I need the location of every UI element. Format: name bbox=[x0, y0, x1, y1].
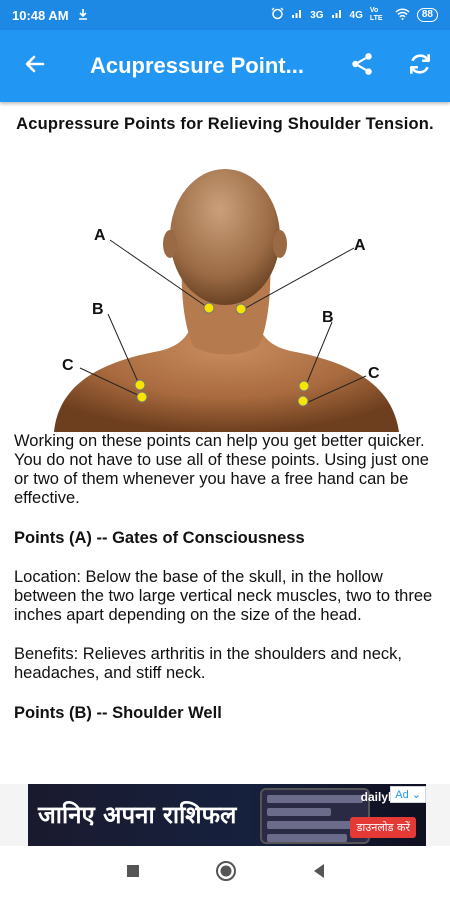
volte-label: Vo LTE bbox=[369, 7, 383, 22]
head-shape bbox=[170, 169, 280, 305]
ad-phone-image bbox=[260, 788, 370, 844]
page-title: Acupressure Point... bbox=[90, 53, 304, 78]
benefits-paragraph: Benefits: Relieves arthritis in the shou… bbox=[14, 645, 402, 682]
figure-label-right-b: B bbox=[322, 309, 334, 326]
leader-line-left-a bbox=[109, 239, 208, 308]
ad-container: जानिए अपना राशिफल dailyhunt डाउनलोड करें… bbox=[0, 784, 450, 846]
recents-button[interactable] bbox=[118, 858, 148, 888]
leader-line-left-c bbox=[79, 367, 141, 397]
left-ear-shape bbox=[163, 230, 177, 258]
back-arrow-icon bbox=[23, 52, 47, 81]
location-paragraph: Location: Below the base of the skull, i… bbox=[14, 568, 433, 624]
status-bar: 10:48 AM 3G 4G Vo LTE 88 bbox=[0, 0, 450, 30]
figure-label-left-c: C bbox=[62, 357, 74, 374]
right-ear-shape bbox=[273, 230, 287, 258]
article-content[interactable]: Acupressure Points for Relieving Shoulde… bbox=[0, 102, 450, 784]
point-marker-right-b bbox=[298, 380, 310, 392]
leader-line-right-b bbox=[305, 321, 333, 386]
share-button[interactable] bbox=[334, 30, 390, 102]
home-button[interactable] bbox=[211, 858, 241, 888]
point-marker-left-c bbox=[136, 391, 148, 403]
point-marker-left-b bbox=[134, 379, 146, 391]
share-icon bbox=[349, 51, 375, 82]
ad-download-button[interactable]: डाउनलोड करें bbox=[350, 817, 416, 838]
back-triangle-icon bbox=[312, 863, 326, 884]
leader-line-left-b bbox=[107, 313, 139, 383]
shoulder-points-figure: A A B B C C bbox=[14, 142, 436, 432]
network-label-4g: 4G bbox=[349, 9, 363, 21]
download-icon bbox=[77, 8, 89, 23]
point-marker-right-c bbox=[297, 395, 309, 407]
point-marker-right-a bbox=[235, 303, 247, 315]
system-nav-bar bbox=[0, 846, 450, 900]
ad-banner[interactable]: जानिए अपना राशिफल dailyhunt डाउनलोड करें bbox=[28, 784, 426, 846]
back-button[interactable] bbox=[0, 30, 70, 102]
leader-line-right-c bbox=[303, 375, 367, 405]
figure-label-left-b: B bbox=[92, 301, 104, 318]
intro-paragraph: Working on these points can help you get… bbox=[14, 432, 429, 507]
subheading-points-a: Points (A) -- Gates of Consciousness bbox=[14, 529, 305, 547]
point-marker-left-a bbox=[203, 302, 215, 314]
recents-square-icon bbox=[126, 864, 140, 883]
ad-headline: जानिए अपना राशिफल bbox=[38, 801, 237, 829]
app-bar: Acupressure Point... bbox=[0, 30, 450, 102]
home-circle-icon bbox=[215, 860, 237, 887]
network-label-3g: 3G bbox=[310, 9, 324, 21]
back-nav-button[interactable] bbox=[304, 858, 334, 888]
signal-icon-2 bbox=[331, 8, 343, 22]
ad-badge-label: Ad bbox=[395, 789, 409, 801]
leader-line-right-a bbox=[241, 247, 355, 311]
subheading-points-b: Points (B) -- Shoulder Well bbox=[14, 704, 222, 722]
figure-label-right-a: A bbox=[354, 237, 366, 254]
alarm-icon bbox=[271, 7, 284, 23]
chevron-down-icon: ⌄ bbox=[411, 789, 421, 801]
refresh-icon bbox=[407, 51, 433, 82]
battery-indicator: 88 bbox=[416, 8, 438, 22]
ad-choices-badge[interactable]: Ad ⌄ bbox=[390, 786, 426, 803]
refresh-button[interactable] bbox=[392, 30, 448, 102]
signal-icon bbox=[291, 8, 303, 22]
article-heading: Acupressure Points for Relieving Shoulde… bbox=[16, 115, 434, 133]
status-time: 10:48 AM bbox=[12, 7, 69, 23]
figure-label-left-a: A bbox=[94, 227, 106, 244]
wifi-icon bbox=[395, 7, 410, 23]
figure-label-right-c: C bbox=[368, 365, 380, 382]
